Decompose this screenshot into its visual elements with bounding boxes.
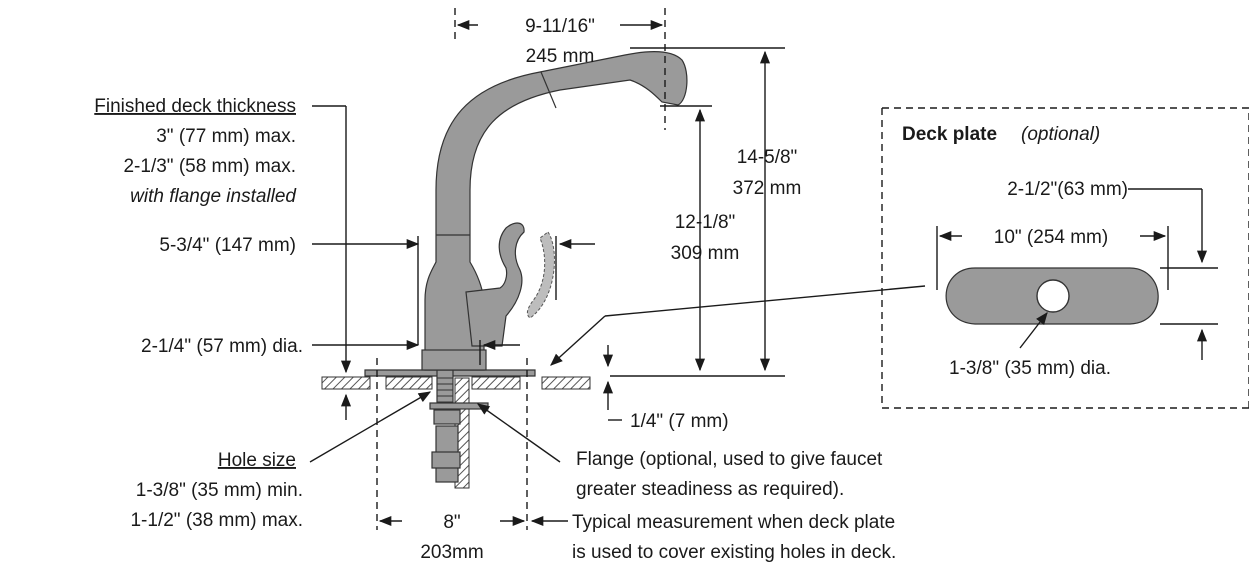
typical-note-1: Typical measurement when deck plate	[572, 512, 895, 533]
deck-left-2	[385, 376, 433, 390]
hole-size-max: 1-1/2" (38 mm) max.	[130, 510, 303, 531]
height-total-frac: 14-5/8"	[737, 147, 798, 168]
flange-thickness-label: 1/4" (7 mm)	[630, 411, 729, 432]
top-width-mm: 245 mm	[526, 46, 595, 67]
lower-nut	[431, 451, 461, 469]
faucet-illustration	[321, 51, 688, 489]
faucet-body	[424, 51, 688, 371]
hole-size-min: 1-3/8" (35 mm) min.	[136, 480, 303, 501]
deck-flange-note: with flange installed	[130, 186, 297, 207]
flange-note-1: Flange (optional, used to give faucet	[576, 449, 883, 470]
faucet-base	[421, 349, 487, 371]
bottom-width-frac: 8"	[443, 512, 460, 533]
deck-max-1: 3" (77 mm) max.	[156, 126, 296, 147]
handle-width-label: 5-3/4" (147 mm)	[159, 235, 296, 256]
text-labels: 9-11/16" 245 mm Finished deck thickness …	[94, 16, 1128, 563]
deck-plate-optional: (optional)	[1021, 124, 1100, 145]
typical-note-2: is used to cover existing holes in deck.	[572, 542, 896, 563]
deck-thickness-heading: Finished deck thickness	[94, 96, 296, 117]
plate-hole-label: 1-3/8" (35 mm) dia.	[949, 358, 1111, 379]
deck-plate-hole	[1036, 279, 1070, 313]
dimension-lines	[309, 8, 926, 530]
height-total-mm: 372 mm	[733, 178, 802, 199]
bottom-width-mm: 203mm	[420, 542, 483, 563]
deck-max-2: 2-1/3" (58 mm) max.	[123, 156, 296, 177]
top-width-frac: 9-11/16"	[525, 16, 595, 37]
deck-right-1	[471, 376, 521, 390]
plate-height-label: 2-1/2"(63 mm)	[1007, 179, 1128, 200]
hole-size-heading: Hole size	[218, 450, 296, 471]
deck-plate-title: Deck plate	[902, 124, 997, 145]
deck-left-1	[321, 376, 371, 390]
flange-note-2: greater steadiness as required).	[576, 479, 844, 500]
deck-plate-detail	[881, 107, 1249, 409]
mounting-nut	[433, 409, 461, 425]
base-dia-label: 2-1/4" (57 mm) dia.	[141, 336, 303, 357]
plate-length-label: 10" (254 mm)	[994, 227, 1108, 248]
deck-right-2	[541, 376, 591, 390]
height-spout-frac: 12-1/8"	[675, 212, 736, 233]
faucet-handle	[465, 222, 525, 347]
mounting-washer	[429, 402, 489, 410]
height-spout-mm: 309 mm	[671, 243, 740, 264]
